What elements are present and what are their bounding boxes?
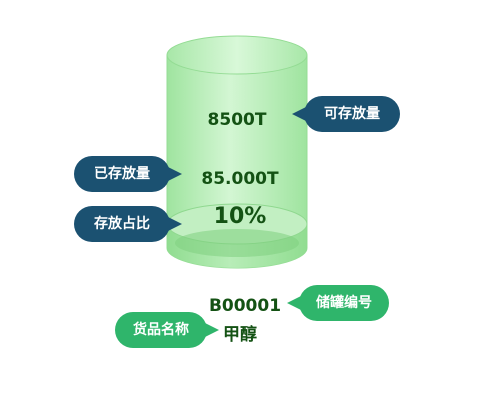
capacity-callout: 可存放量 [292, 96, 400, 132]
tank-code-value: B00001 [208, 296, 282, 316]
product-name-callout-label: 货品名称 [133, 322, 189, 338]
ratio-callout-label: 存放占比 [94, 216, 150, 232]
tank-code-callout: 储罐编号 [287, 285, 389, 321]
tank-top [166, 35, 308, 75]
capacity-value: 8500T [207, 110, 267, 130]
stored-callout-label: 已存放量 [94, 166, 150, 182]
tank-code-callout-label: 储罐编号 [316, 295, 372, 311]
product-name-value: 甲醇 [223, 325, 257, 345]
callout-pointer [205, 323, 219, 337]
callout-pointer [168, 217, 182, 231]
stored-callout: 已存放量 [74, 156, 182, 192]
ratio-value: 10% [213, 204, 267, 229]
callout-pointer [292, 107, 306, 121]
ratio-callout: 存放占比 [74, 206, 182, 242]
tank-inner-shadow [175, 229, 299, 257]
product-name-callout: 货品名称 [115, 312, 219, 348]
capacity-callout-label: 可存放量 [324, 106, 380, 122]
callout-pointer [287, 296, 301, 310]
callout-pointer [168, 167, 182, 181]
stored-value: 85.000T [201, 169, 279, 189]
